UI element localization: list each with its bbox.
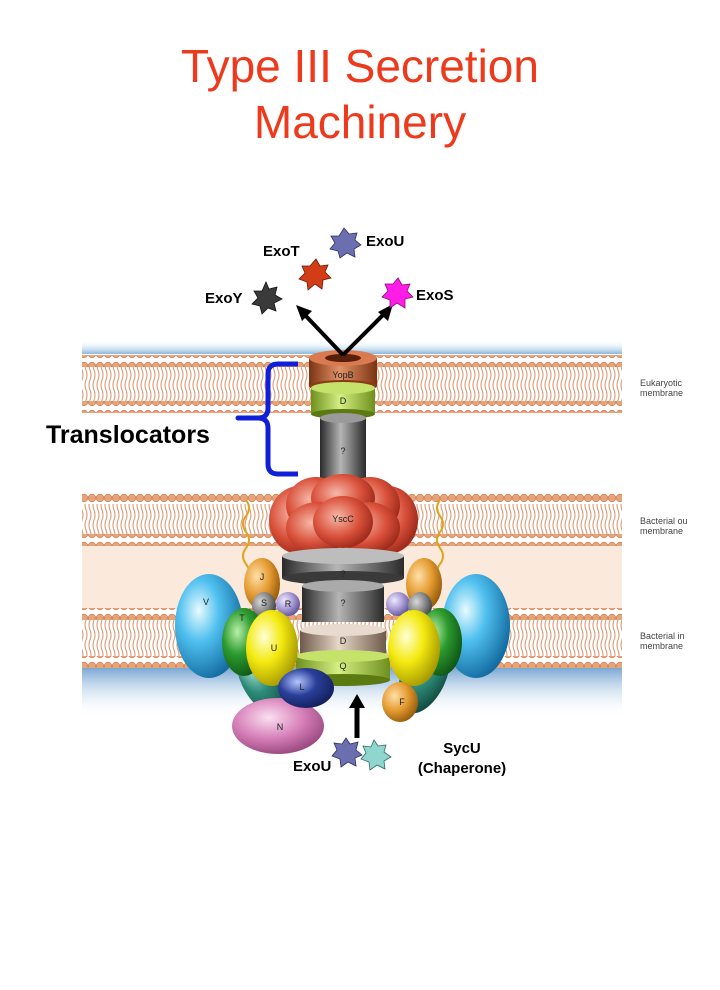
exoY-label: ExoY: [205, 290, 243, 307]
exoS-label: ExoS: [416, 287, 454, 304]
eukaryotic-label-line2: membrane: [640, 388, 684, 398]
label-stalk: ?: [340, 446, 346, 456]
outer-label-line2: membrane: [640, 526, 684, 536]
exoT-label: ExoT: [263, 243, 300, 260]
component-r: [276, 592, 300, 616]
component-l: [278, 668, 334, 708]
label-j: J: [259, 572, 265, 582]
label-r: R: [284, 599, 292, 609]
bacterial-inner-membrane-label: Bacterial in membrane: [640, 631, 685, 651]
label-s: S: [260, 598, 267, 608]
exoT-icon: [298, 258, 332, 291]
sycU-label-line2: (Chaperone): [417, 760, 507, 777]
label-u: U: [270, 643, 278, 653]
exoU-top-label: ExoU: [366, 233, 405, 250]
component-f: [382, 682, 418, 722]
yscC-secretin: [269, 474, 418, 554]
exoS-icon: [381, 277, 414, 309]
arrowhead-left: [296, 305, 312, 321]
bacterial-outer-membrane-label: Bacterial ou membrane: [640, 516, 688, 536]
inner-label-line2: membrane: [640, 641, 684, 651]
component-u-right: [388, 610, 440, 686]
label-yscC: YscC: [332, 514, 354, 524]
label-yopB: YopB: [332, 370, 354, 380]
label-f: F: [399, 697, 405, 707]
outer-label-line1: Bacterial ou: [640, 516, 688, 526]
title-line-1: Type III Secretion: [181, 40, 539, 92]
eukaryotic-label-line1: Eukaryotic: [640, 378, 683, 388]
lipid-anchor-right: [435, 499, 444, 585]
arrowhead-right: [378, 304, 393, 321]
inner-label-line1: Bacterial in: [640, 631, 685, 641]
label-d-bottom: D: [339, 636, 347, 646]
label-v: V: [202, 597, 209, 607]
label-d-top: D: [339, 396, 347, 406]
title-line-2: Machinery: [253, 96, 467, 148]
label-ring-q2: ?: [340, 598, 346, 608]
label-n: N: [276, 722, 284, 732]
exoU-bottom-icon: [331, 737, 363, 768]
translocators-label: Translocators: [46, 421, 210, 449]
label-q: Q: [339, 661, 347, 671]
sycU-label-line1: SycU: [443, 740, 481, 757]
basal-ring-lower: [302, 580, 384, 622]
label-ring-q1: ?: [340, 569, 346, 579]
label-l: L: [299, 682, 305, 692]
sycU-icon: [360, 739, 392, 771]
component-u-left: [246, 610, 298, 686]
secretion-arrows: [302, 311, 387, 357]
label-t: T: [239, 613, 245, 623]
bottom-arrowhead: [349, 694, 365, 708]
sycU-label: SycU (Chaperone): [410, 739, 514, 779]
exoU-bottom-label: ExoU: [293, 758, 332, 775]
basal-ring-upper: [282, 548, 404, 585]
exoY-icon: [251, 281, 283, 315]
exoU-top-icon: [329, 227, 362, 259]
component-r-right: [386, 592, 410, 616]
translocators-bracket: [235, 361, 298, 477]
lipid-anchor-left: [242, 499, 251, 585]
component-n: [232, 698, 324, 754]
page-title: Type III Secretion Machinery: [0, 38, 720, 150]
eukaryotic-membrane-label: Eukaryotic membrane: [640, 378, 683, 398]
